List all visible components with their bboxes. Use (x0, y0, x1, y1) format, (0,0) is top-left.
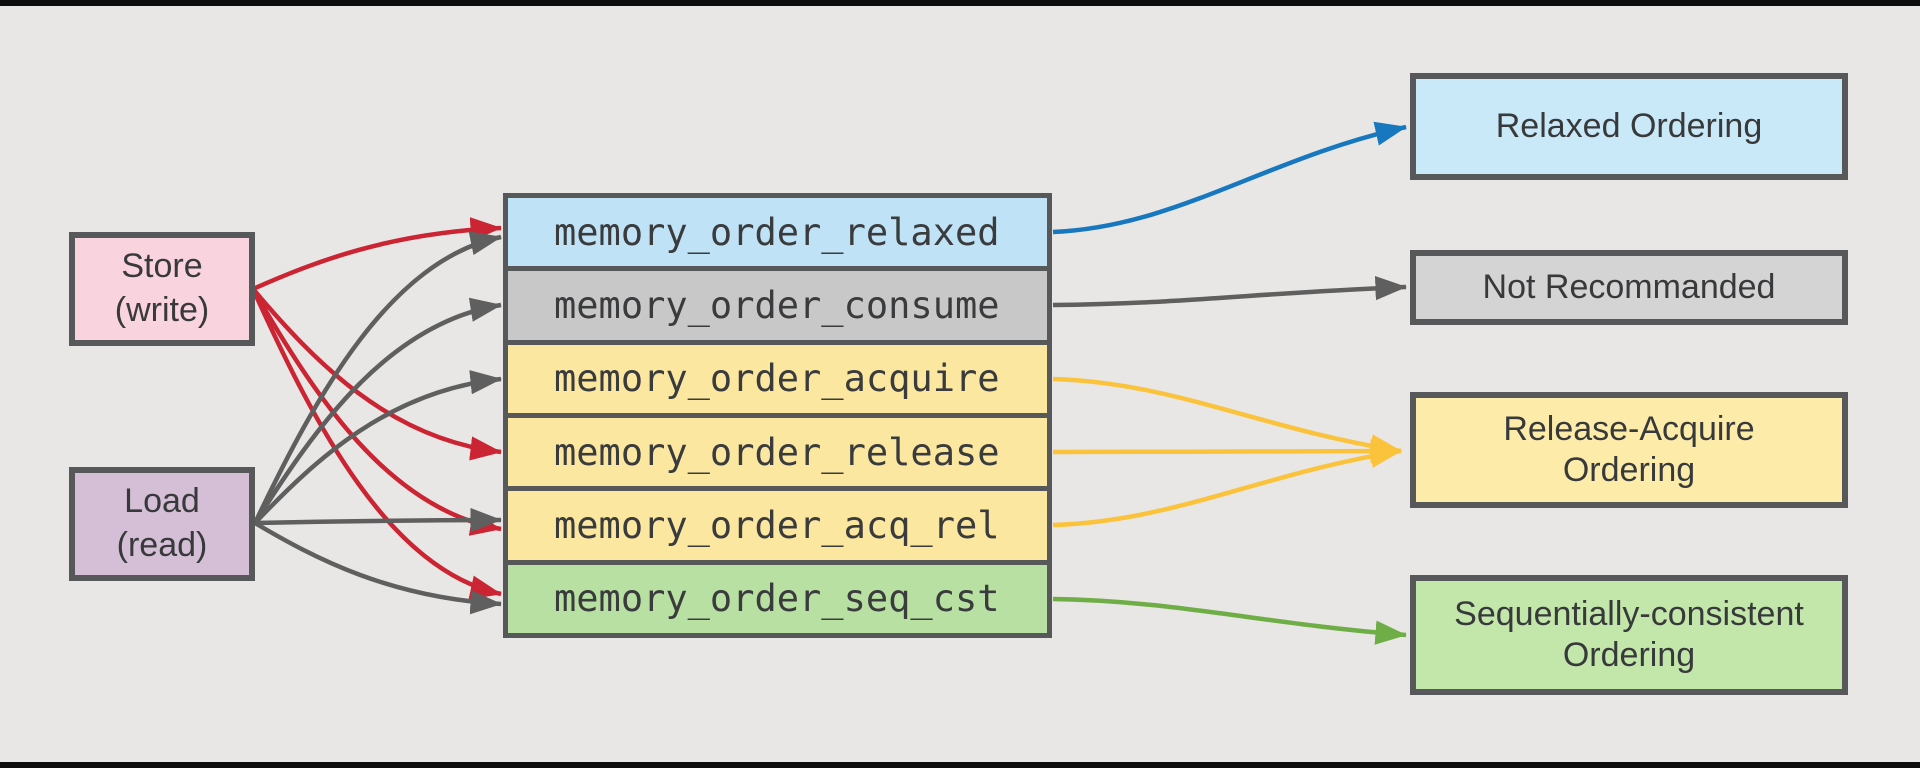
store-box: Store (write) (69, 232, 255, 346)
edge-load-acquire (253, 370, 502, 525)
edge-store-seq_cst (250, 288, 502, 600)
outcome-seq-consistent-line1: Sequentially-consistent (1454, 595, 1804, 634)
load-label-line2: (read) (116, 526, 208, 564)
order-row-acq-rel: memory_order_acq_rel (508, 486, 1047, 560)
order-row-seq-cst: memory_order_seq_cst (508, 559, 1047, 633)
order-row-relaxed: memory_order_relaxed (508, 198, 1047, 267)
edge-store-acq_rel (251, 287, 502, 536)
order-label-release: memory_order_release (554, 430, 1000, 474)
top-frame-bar (0, 0, 1920, 6)
outcome-release-acquire-line1: Release-Acquire (1503, 410, 1755, 449)
order-label-acquire: memory_order_acquire (554, 357, 1000, 401)
order-row-acquire: memory_order_acquire (508, 339, 1047, 413)
outcome-not-recommanded: Not Recommanded (1410, 250, 1848, 325)
edge-seq_cst-sequentially-consistent-ordering (1052, 596, 1407, 645)
order-label-consume: memory_order_consume (554, 283, 1000, 327)
outcome-sequentially-consistent-ordering: Sequentially-consistent Ordering (1410, 575, 1848, 695)
edge-store-release (251, 287, 502, 461)
load-box: Load (read) (69, 467, 255, 581)
edge-consume-not-recommanded (1052, 276, 1407, 308)
store-label-line1: Store (121, 247, 203, 286)
edge-acq_rel-release-acquire-ordering (1052, 443, 1402, 528)
edge-acquire-release-acquire-ordering (1052, 376, 1402, 459)
outcome-relaxed-ordering: Relaxed Ordering (1410, 73, 1848, 180)
edge-store-relaxed (252, 217, 502, 292)
bottom-frame-bar (0, 762, 1920, 768)
edge-load-seq_cst (253, 521, 502, 615)
order-row-consume: memory_order_consume (508, 266, 1047, 340)
order-label-acq-rel: memory_order_acq_rel (554, 503, 1000, 547)
edge-load-acq_rel (254, 507, 502, 533)
load-label-line1: Load (124, 482, 200, 521)
edge-load-relaxed (252, 231, 502, 524)
edge-load-consume (253, 297, 502, 525)
outcome-release-acquire-ordering: Release-Acquire Ordering (1410, 392, 1848, 508)
edge-relaxed-relaxed-ordering (1052, 121, 1407, 235)
order-label-relaxed: memory_order_relaxed (554, 210, 1000, 254)
order-row-release: memory_order_release (508, 412, 1047, 487)
store-label-line2: (write) (114, 291, 210, 329)
outcome-seq-consistent-line2: Ordering (1562, 636, 1696, 674)
outcome-not-recommanded-label: Not Recommanded (1482, 268, 1776, 307)
memory-order-stack: memory_order_relaxed memory_order_consum… (503, 193, 1052, 638)
edge-release-release-acquire-ordering (1052, 438, 1402, 464)
order-label-seq-cst: memory_order_seq_cst (554, 577, 1000, 621)
outcome-release-acquire-line2: Ordering (1562, 451, 1696, 489)
outcome-relaxed-ordering-label: Relaxed Ordering (1495, 107, 1763, 146)
